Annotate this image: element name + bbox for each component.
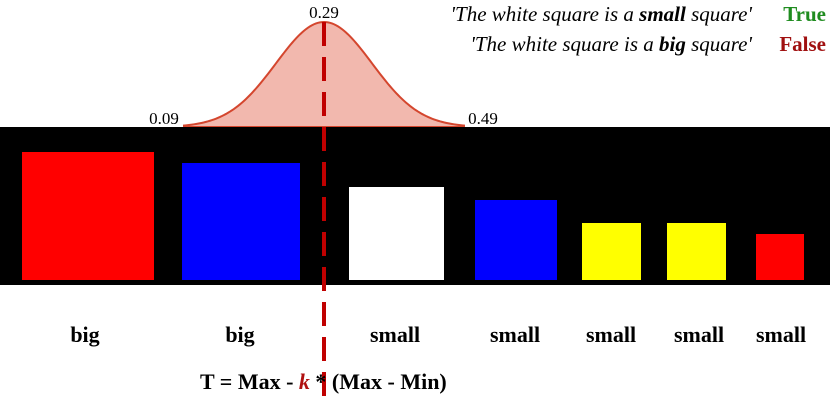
size-label-4: small xyxy=(489,322,541,347)
formula-prefix: T = Max - xyxy=(200,369,299,394)
square-4 xyxy=(475,200,557,280)
square-1 xyxy=(22,152,154,280)
statement-small-emphasis: small xyxy=(639,2,686,26)
statement-big-prefix: 'The white square is a xyxy=(470,32,660,56)
squares-row xyxy=(22,152,804,280)
statement-big: 'The white square is a big square' xyxy=(470,32,752,57)
statement-small: 'The white square is a small square' xyxy=(451,2,752,27)
size-label-5: small xyxy=(585,322,637,347)
statement-big-emphasis: big xyxy=(659,32,686,56)
size-label-7: small xyxy=(755,322,807,347)
size-label-6: small xyxy=(673,322,725,347)
size-label-1: big xyxy=(70,322,100,347)
formula-suffix: * (Max - Min) xyxy=(309,369,447,394)
statement-small-suffix: square' xyxy=(685,2,752,26)
square-2 xyxy=(182,163,300,280)
peak-label: 0.29 xyxy=(309,3,339,22)
square-6 xyxy=(667,223,726,280)
statement-big-suffix: square' xyxy=(685,32,752,56)
threshold-formula: T = Max - k * (Max - Min) xyxy=(200,369,447,395)
square-7 xyxy=(756,234,804,280)
verdict-false: False xyxy=(779,32,826,56)
size-label-3: small xyxy=(369,322,421,347)
verdict-true: True xyxy=(783,2,826,26)
size-label-2: big xyxy=(225,322,255,347)
left-tail-label: 0.09 xyxy=(149,109,179,128)
right-tail-label: 0.49 xyxy=(468,109,498,128)
statement-small-prefix: 'The white square is a xyxy=(450,2,640,26)
formula-k: k xyxy=(298,369,310,394)
square-5 xyxy=(582,223,641,280)
square-3 xyxy=(349,187,444,280)
